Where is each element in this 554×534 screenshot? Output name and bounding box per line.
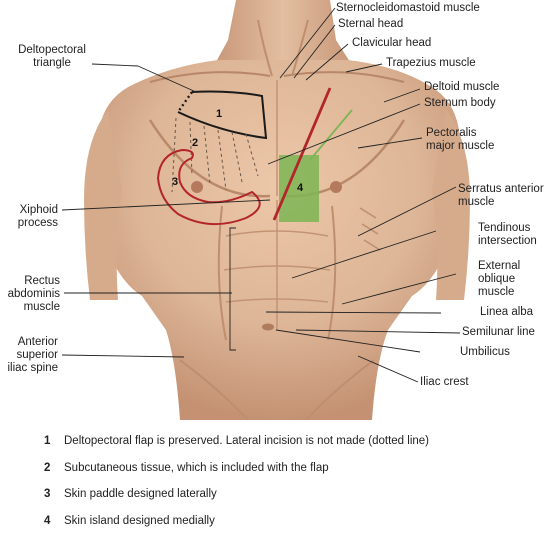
label-external-line2: oblique <box>478 273 515 285</box>
label-deltopectoral-line1: Deltopectoral <box>18 44 86 56</box>
label-tendinous-line1: Tendinous <box>478 222 530 234</box>
torso-body <box>97 60 460 420</box>
label-rectus: Rectus abdominis muscle <box>0 275 60 314</box>
label-asis-line1: Anterior <box>18 336 58 348</box>
label-serratus-line1: Serratus anterior <box>458 183 544 195</box>
label-pectoralis: Pectoralis major muscle <box>426 127 494 153</box>
right-nipple <box>330 181 342 193</box>
label-sternocleidomastoid: Sternocleidomastoid muscle <box>336 2 480 15</box>
label-trapezius: Trapezius muscle <box>386 57 476 70</box>
label-clavicular-head: Clavicular head <box>352 37 431 50</box>
label-asis-line2: superior <box>16 349 58 361</box>
legend-item: 1 Deltopectoral flap is preserved. Later… <box>44 428 544 455</box>
label-external-line1: External <box>478 260 520 272</box>
legend-text: Subcutaneous tissue, which is included w… <box>64 462 329 474</box>
label-umbilicus: Umbilicus <box>460 346 510 359</box>
label-rectus-line3: muscle <box>24 301 60 313</box>
label-sternal-head: Sternal head <box>338 18 403 31</box>
label-sternum-body: Sternum body <box>424 97 496 110</box>
label-rectus-line1: Rectus <box>24 275 60 287</box>
region-4-number: 4 <box>297 182 303 194</box>
label-iliac-crest: Iliac crest <box>420 376 469 389</box>
legend-number: 2 <box>44 462 64 474</box>
legend-number: 3 <box>44 488 64 500</box>
label-deltopectoral-line2: triangle <box>33 57 71 69</box>
label-xiphoid-line2: process <box>18 217 58 229</box>
legend: 1 Deltopectoral flap is preserved. Later… <box>44 428 544 534</box>
label-serratus: Serratus anterior muscle <box>458 183 544 209</box>
label-semilunar: Semilunar line <box>462 326 535 339</box>
label-xiphoid: Xiphoid process <box>0 204 58 230</box>
label-asis-line3: iliac spine <box>8 362 59 374</box>
label-tendinous: Tendinous intersection <box>478 222 537 248</box>
legend-text: Skin paddle designed laterally <box>64 488 217 500</box>
umbilicus-mark <box>262 324 274 331</box>
region-2-number: 2 <box>192 137 198 149</box>
label-asis: Anterior superior iliac spine <box>0 336 58 375</box>
label-pectoralis-line2: major muscle <box>426 140 494 152</box>
label-serratus-line2: muscle <box>458 196 494 208</box>
label-linea-alba: Linea alba <box>480 306 533 319</box>
label-tendinous-line2: intersection <box>478 235 537 247</box>
legend-item: 4 Skin island designed medially <box>44 508 544 534</box>
label-pectoralis-line1: Pectoralis <box>426 127 477 139</box>
region-1-number: 1 <box>216 108 222 120</box>
label-xiphoid-line1: Xiphoid <box>20 204 58 216</box>
label-external-oblique: External oblique muscle <box>478 260 520 299</box>
legend-text: Deltopectoral flap is preserved. Lateral… <box>64 435 429 447</box>
left-nipple <box>191 181 203 193</box>
legend-item: 3 Skin paddle designed laterally <box>44 481 544 508</box>
legend-number: 1 <box>44 435 64 447</box>
label-deltopectoral: Deltopectoral triangle <box>4 44 100 70</box>
legend-item: 2 Subcutaneous tissue, which is included… <box>44 455 544 482</box>
label-external-line3: muscle <box>478 286 514 298</box>
label-rectus-line2: abdominis <box>8 288 60 300</box>
region-3-number: 3 <box>172 176 178 188</box>
label-deltoid: Deltoid muscle <box>424 81 499 94</box>
